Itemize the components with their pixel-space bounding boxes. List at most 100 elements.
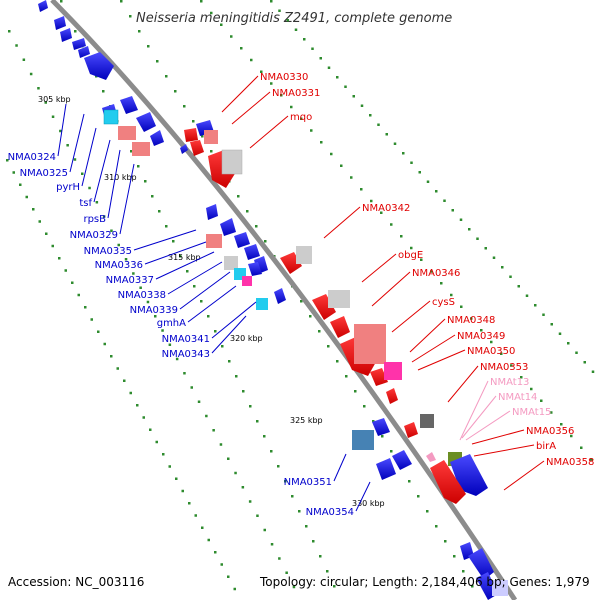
gene-label[interactable]: NMA0356: [526, 426, 574, 437]
tick-dot: [344, 85, 347, 88]
gene-arrow: [404, 422, 418, 438]
gene-label[interactable]: pyrH: [56, 182, 80, 193]
gene-label[interactable]: NMA0341: [162, 334, 210, 345]
gene-box-salmon: [206, 234, 222, 248]
tick-dot: [270, 543, 274, 546]
tick-dot: [280, 94, 283, 97]
tick-dot: [233, 587, 236, 591]
tick-dot: [327, 66, 331, 69]
tick-dot: [120, 0, 123, 3]
label-leader-line: [119, 163, 135, 235]
gene-box-magenta: [242, 276, 252, 286]
tick-dot: [443, 199, 446, 202]
gene-label[interactable]: rpsB: [83, 214, 106, 225]
tick-dot: [110, 355, 113, 358]
tick-dot: [242, 390, 245, 393]
gene-label[interactable]: cysS: [432, 297, 455, 308]
label-leader-line: [459, 380, 489, 441]
gene-label[interactable]: obgE: [398, 250, 423, 261]
tick-dot: [462, 570, 465, 573]
tick-dot: [227, 575, 230, 578]
gene-label[interactable]: NMA0343: [162, 349, 210, 360]
gene-label[interactable]: NMA0339: [130, 305, 178, 316]
tick-dot: [330, 152, 333, 156]
tick-dot: [525, 294, 529, 297]
tick-dot: [228, 360, 231, 363]
tick-dot: [509, 275, 512, 278]
gene-arrow: [426, 452, 436, 462]
gene-label[interactable]: NMA0342: [362, 203, 410, 214]
tick-dot: [95, 201, 99, 204]
label-leader-line: [417, 349, 466, 371]
tick-dot: [207, 315, 210, 318]
gene-label[interactable]: NMA0349: [457, 331, 505, 342]
tick-dot: [212, 429, 215, 432]
tick-dot: [381, 435, 384, 438]
tick-dot: [255, 225, 258, 228]
tick-dot: [181, 489, 184, 493]
tick-dot: [6, 159, 9, 162]
gene-label[interactable]: NMA0358: [546, 457, 594, 468]
gene-label[interactable]: NMAt13: [490, 377, 529, 388]
label-leader-line: [473, 444, 535, 457]
tick-dot: [327, 345, 330, 348]
gene-label[interactable]: NMA0353: [480, 362, 528, 373]
gene-label[interactable]: tsf: [79, 198, 92, 209]
gene-label[interactable]: mqo: [290, 112, 312, 123]
tick-dot: [312, 540, 315, 543]
gene-label[interactable]: NMA0325: [20, 168, 68, 179]
tick-dot: [333, 585, 336, 588]
label-leader-line: [231, 91, 271, 125]
tick-dot: [45, 232, 48, 235]
tick-dot: [345, 375, 348, 378]
gene-label[interactable]: NMA0351: [284, 477, 332, 488]
tick-dot: [97, 330, 100, 333]
gene-label[interactable]: NMA0346: [412, 268, 460, 279]
gene-label[interactable]: NMA0335: [84, 246, 132, 257]
tick-dot: [110, 229, 113, 232]
gene-label[interactable]: NMA0336: [95, 260, 143, 271]
gene-label[interactable]: gmhA: [157, 318, 186, 329]
gene-label[interactable]: NMA0348: [447, 315, 495, 326]
label-leader-line: [409, 318, 446, 353]
gene-label[interactable]: NMA0338: [118, 290, 166, 301]
tick-dot: [137, 165, 140, 168]
tick-dot: [370, 199, 373, 203]
tick-dot: [451, 209, 454, 212]
tick-dot: [124, 258, 128, 261]
gene-label[interactable]: NMA0354: [306, 507, 354, 518]
label-leader-line: [447, 365, 479, 403]
gene-arrow: [220, 218, 236, 236]
tick-dot: [88, 186, 91, 190]
label-leader-line: [144, 241, 207, 265]
gene-label[interactable]: NMA0329: [70, 230, 118, 241]
gene-box-gray: [221, 149, 243, 175]
label-leader-line: [471, 429, 525, 445]
kbp-marker-label: 325 kbp: [290, 416, 323, 425]
gene-label[interactable]: NMAt15: [512, 407, 551, 418]
tick-dot: [220, 563, 223, 566]
tick-dot: [501, 266, 504, 269]
tick-dot: [292, 585, 296, 589]
tick-dot: [400, 235, 403, 238]
tick-dot: [310, 129, 313, 132]
tick-dot: [484, 247, 487, 250]
tick-dot: [468, 228, 471, 231]
label-leader-line: [155, 251, 215, 280]
tick-dot: [417, 495, 420, 498]
gene-label[interactable]: birA: [536, 441, 556, 452]
label-leader-line: [57, 103, 67, 157]
gene-label[interactable]: NMA0350: [467, 346, 515, 357]
gene-label[interactable]: NMA0331: [272, 88, 320, 99]
label-leader-line: [107, 149, 121, 219]
label-leaders: [57, 75, 545, 512]
gene-label[interactable]: NMAt14: [498, 392, 537, 403]
tick-dot: [77, 293, 80, 297]
tick-dot: [311, 47, 314, 50]
tick-dot: [350, 176, 353, 179]
gene-label[interactable]: NMA0330: [260, 72, 308, 83]
gene-label[interactable]: NMA0337: [106, 275, 154, 286]
tick-dot: [205, 414, 208, 418]
tick-dot: [284, 480, 287, 483]
gene-label[interactable]: NMA0324: [8, 152, 56, 163]
